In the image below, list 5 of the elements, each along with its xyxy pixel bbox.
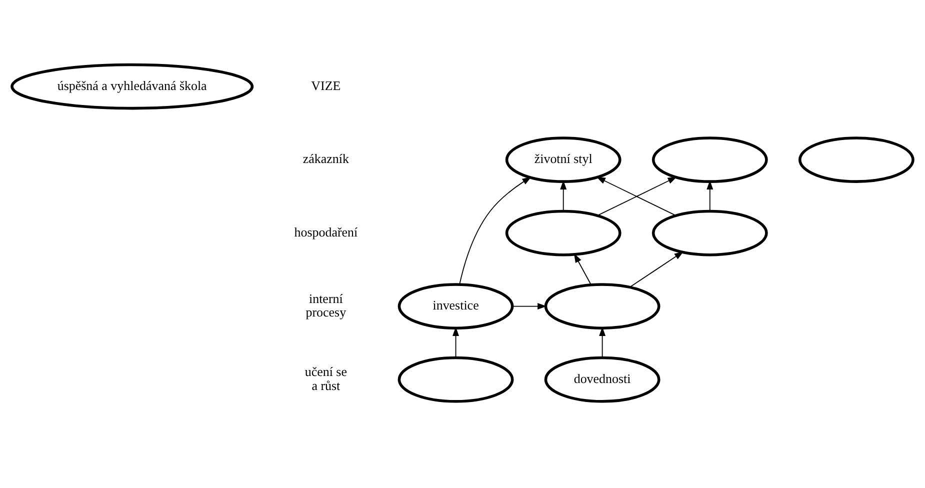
label: interní procesy	[306, 290, 346, 320]
label: hospodaření	[294, 224, 358, 239]
label: VIZE	[311, 77, 341, 92]
label: zákazník	[302, 150, 349, 166]
label: učení se a růst	[304, 364, 348, 392]
